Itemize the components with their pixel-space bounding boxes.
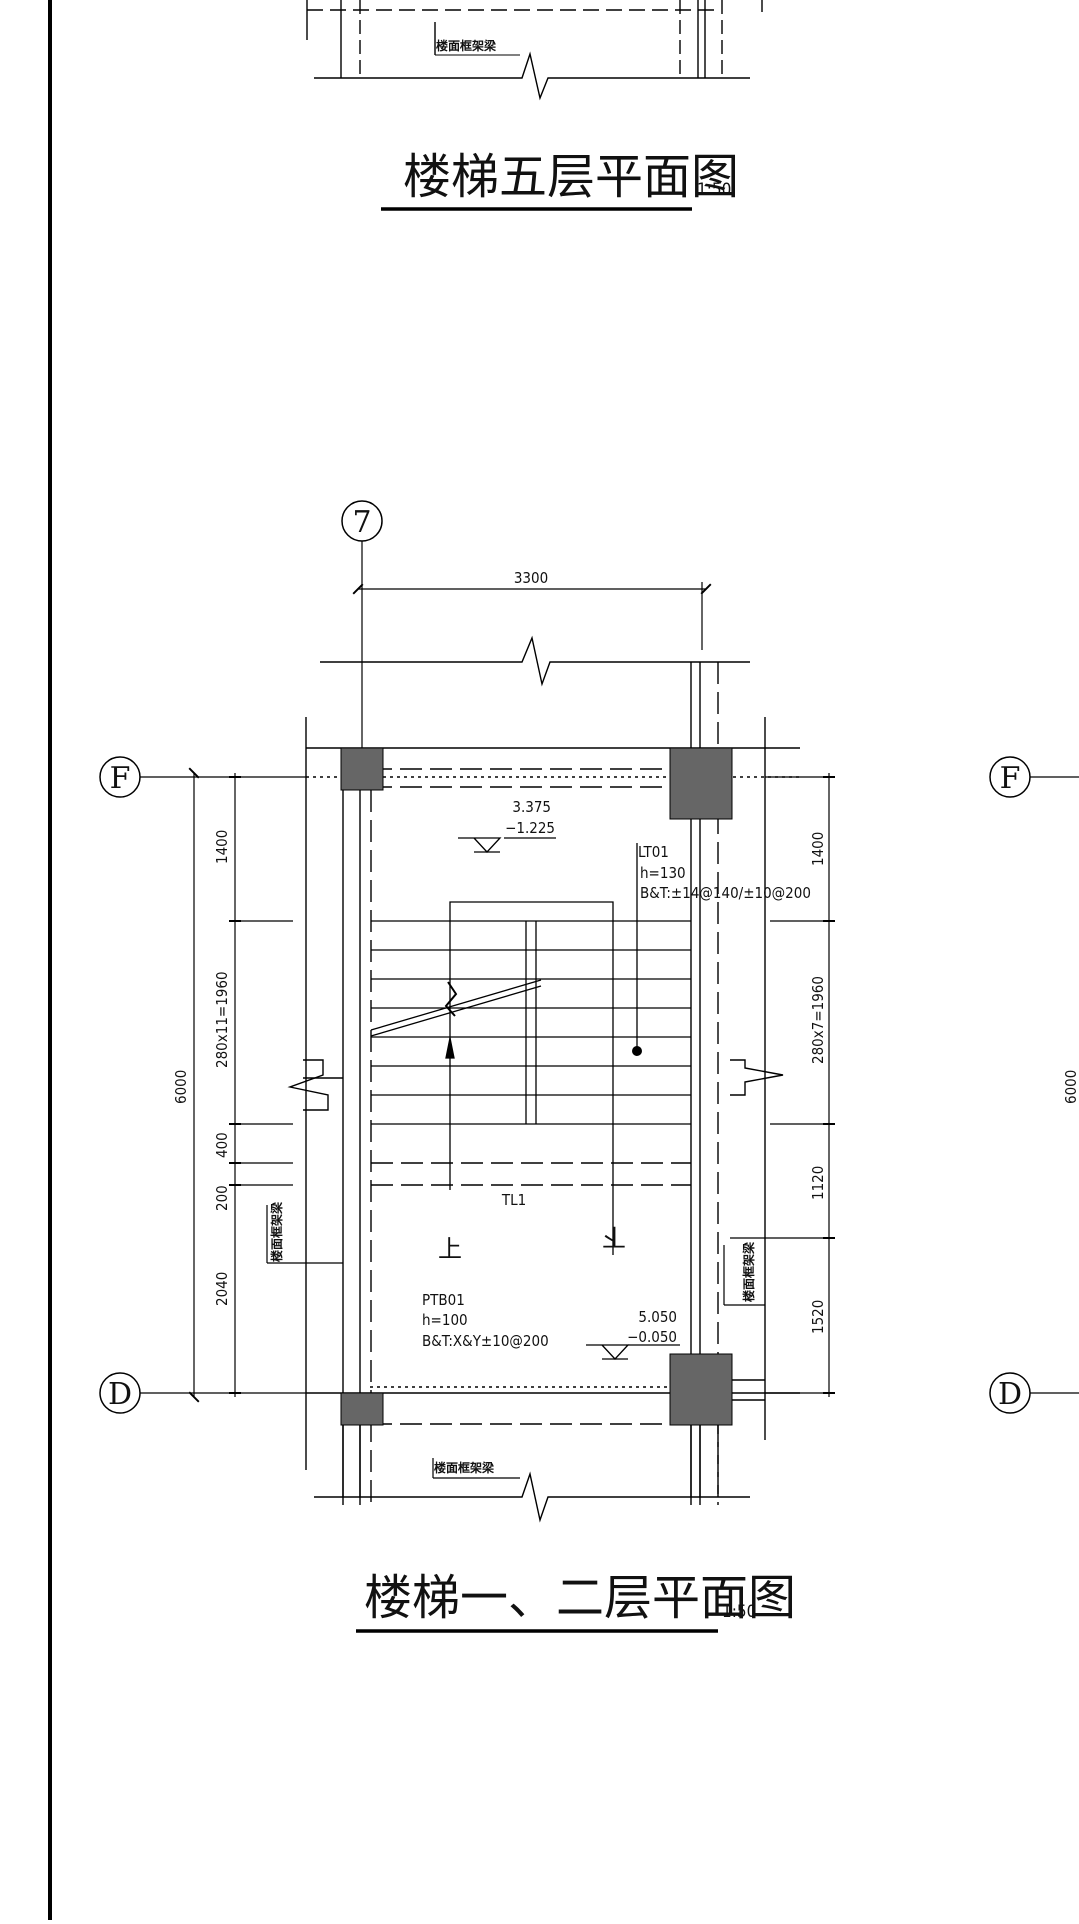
column (669, 747, 733, 820)
stair-slab-name: LT01 (638, 843, 669, 861)
landing-slab-reinforcement: B&T:X&Y±10@200 (422, 1332, 549, 1350)
column (340, 747, 384, 791)
axis-label-D: D (108, 1377, 132, 1412)
dim-left-total: 6000 (172, 1070, 190, 1104)
axis-label-F: F (110, 761, 131, 796)
axis-label-D-right: D (998, 1377, 1022, 1412)
stair-slab-reinforcement: B&T:±14@140/±10@200 (640, 884, 811, 902)
dim-left-seg5: 2040 (213, 1272, 231, 1306)
top-plan-title: 楼梯五层平面图 (403, 149, 739, 205)
dim-width-label: 3300 (514, 569, 548, 587)
level-top-upper: 3.375 (512, 798, 551, 816)
level-bottom-upper: 5.050 (638, 1308, 677, 1326)
stair-slab-thickness: h=130 (640, 864, 686, 882)
beam-tag-tl1: TL1 (501, 1191, 526, 1209)
leader-dot (632, 1046, 642, 1056)
column (340, 1392, 384, 1426)
main-plan: 7 3300 (99, 500, 835, 1523)
landing-slab-thickness: h=100 (422, 1311, 468, 1329)
axis-label-F-right: F (1000, 761, 1021, 796)
dim-right-seg4: 1520 (809, 1300, 827, 1334)
top-plan-fragment (306, 0, 763, 101)
dim-right-seg2: 280x7=1960 (809, 976, 827, 1064)
beam-label-left: 楼面框架梁 (269, 1202, 284, 1262)
level-top-lower: −1.225 (505, 819, 555, 837)
axis-label-7: 7 (352, 505, 371, 540)
level-bottom-lower: −0.050 (627, 1328, 677, 1346)
up-label: 上 (438, 1235, 462, 1263)
down-label: 下 (602, 1223, 626, 1251)
stair-treads (370, 843, 691, 1255)
column (669, 1353, 733, 1426)
top-plan-scale: 1:50 (697, 180, 731, 200)
dim-right-partial-total: 6000 (1062, 1070, 1079, 1104)
main-plan-title: 楼梯一、二层平面图 (364, 1570, 796, 1626)
beam-label-bottom: 楼面框架梁 (434, 1460, 494, 1475)
beam-label-right: 楼面框架梁 (741, 1242, 756, 1302)
landing-slab-name: PTB01 (422, 1291, 465, 1309)
dim-left-seg4: 200 (213, 1185, 231, 1211)
dim-right-seg1: 1400 (809, 832, 827, 866)
top-beam-label: 楼面框架梁 (436, 38, 496, 53)
dim-right-seg3: 1120 (809, 1166, 827, 1200)
right-partial-plan: F D 6000 (989, 756, 1079, 1414)
dim-left-seg3: 400 (213, 1132, 231, 1158)
dim-left-seg1: 1400 (213, 830, 231, 864)
dim-left-seg2: 280x11=1960 (213, 971, 231, 1068)
main-plan-scale: 1:50 (722, 1602, 756, 1622)
